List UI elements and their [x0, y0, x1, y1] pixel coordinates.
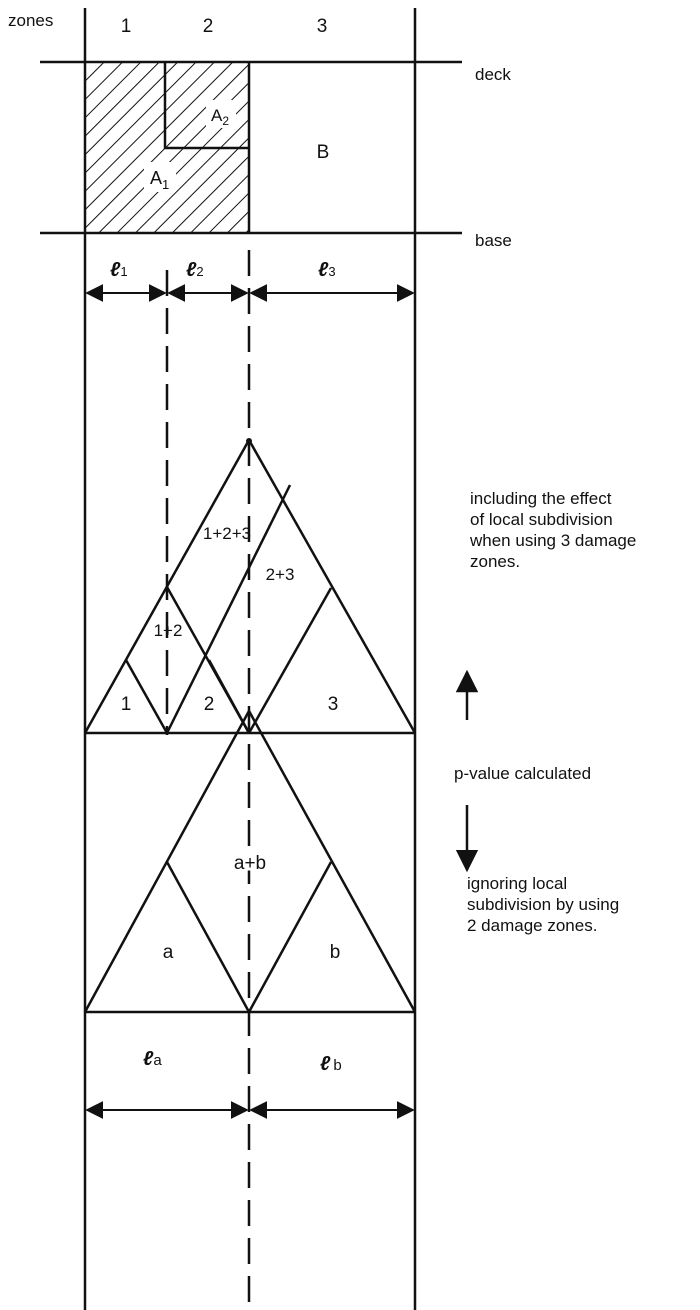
a2-label-backdrop [206, 100, 236, 128]
zone-1-label: 1 [121, 16, 132, 37]
base-label: base [475, 231, 512, 250]
caption-3-zones-line-1: including the effect [470, 489, 612, 508]
compartment-outline [163, 62, 251, 233]
region-2-3-label: 2+3 [266, 565, 295, 584]
compartment-b-label: B [317, 142, 330, 163]
caption-2-zones-line-1: ignoring local [467, 874, 568, 893]
triangle-3-apex [246, 438, 252, 444]
region-2-label: 2 [204, 694, 215, 715]
caption-2-zones-line-3: 2 damage zones. [467, 916, 598, 935]
caption-3-zones-line-4: zones. [470, 552, 521, 571]
zone-2-label: 2 [203, 16, 214, 37]
region-b-label: b [330, 942, 341, 963]
compartment-a2-label: A2 [211, 106, 229, 128]
zone-3-label: 3 [317, 16, 328, 37]
region-1-label: 1 [121, 694, 132, 715]
caption-3-zones-line-3: when using 3 damage [470, 531, 637, 550]
region-1-2-3-label: 1+2+3 [203, 524, 251, 543]
length-l1-label: ℓ1 [110, 259, 128, 281]
triangle-3-zones [83, 439, 417, 735]
deck-label: deck [475, 65, 511, 84]
region-1-2-label: 1+2 [154, 621, 183, 640]
compartment-a1-label: A1 [150, 168, 169, 192]
region-a-label: a [163, 942, 174, 963]
length-l2-label: ℓ2 [186, 259, 204, 281]
length-la-label: ℓa [143, 1048, 162, 1070]
region-3-label: 3 [328, 694, 339, 715]
caption-3-zones: including the effect of local subdivisio… [470, 488, 636, 572]
zones-header-label: zones [8, 11, 53, 30]
length-l3-label: ℓ3 [318, 259, 336, 281]
a1-label-backdrop [144, 162, 176, 192]
compartment-a1-hatch [85, 62, 249, 233]
caption-3-zones-line-2: of local subdivision [470, 510, 613, 529]
caption-2-zones: ignoring local subdivision by using 2 da… [467, 873, 619, 936]
p-value-note: p-value calculated [454, 764, 592, 783]
triangle-2-zones [83, 710, 417, 1014]
caption-2-zones-line-2: subdivision by using [467, 895, 620, 914]
region-a-plus-b-label: a+b [234, 853, 266, 874]
